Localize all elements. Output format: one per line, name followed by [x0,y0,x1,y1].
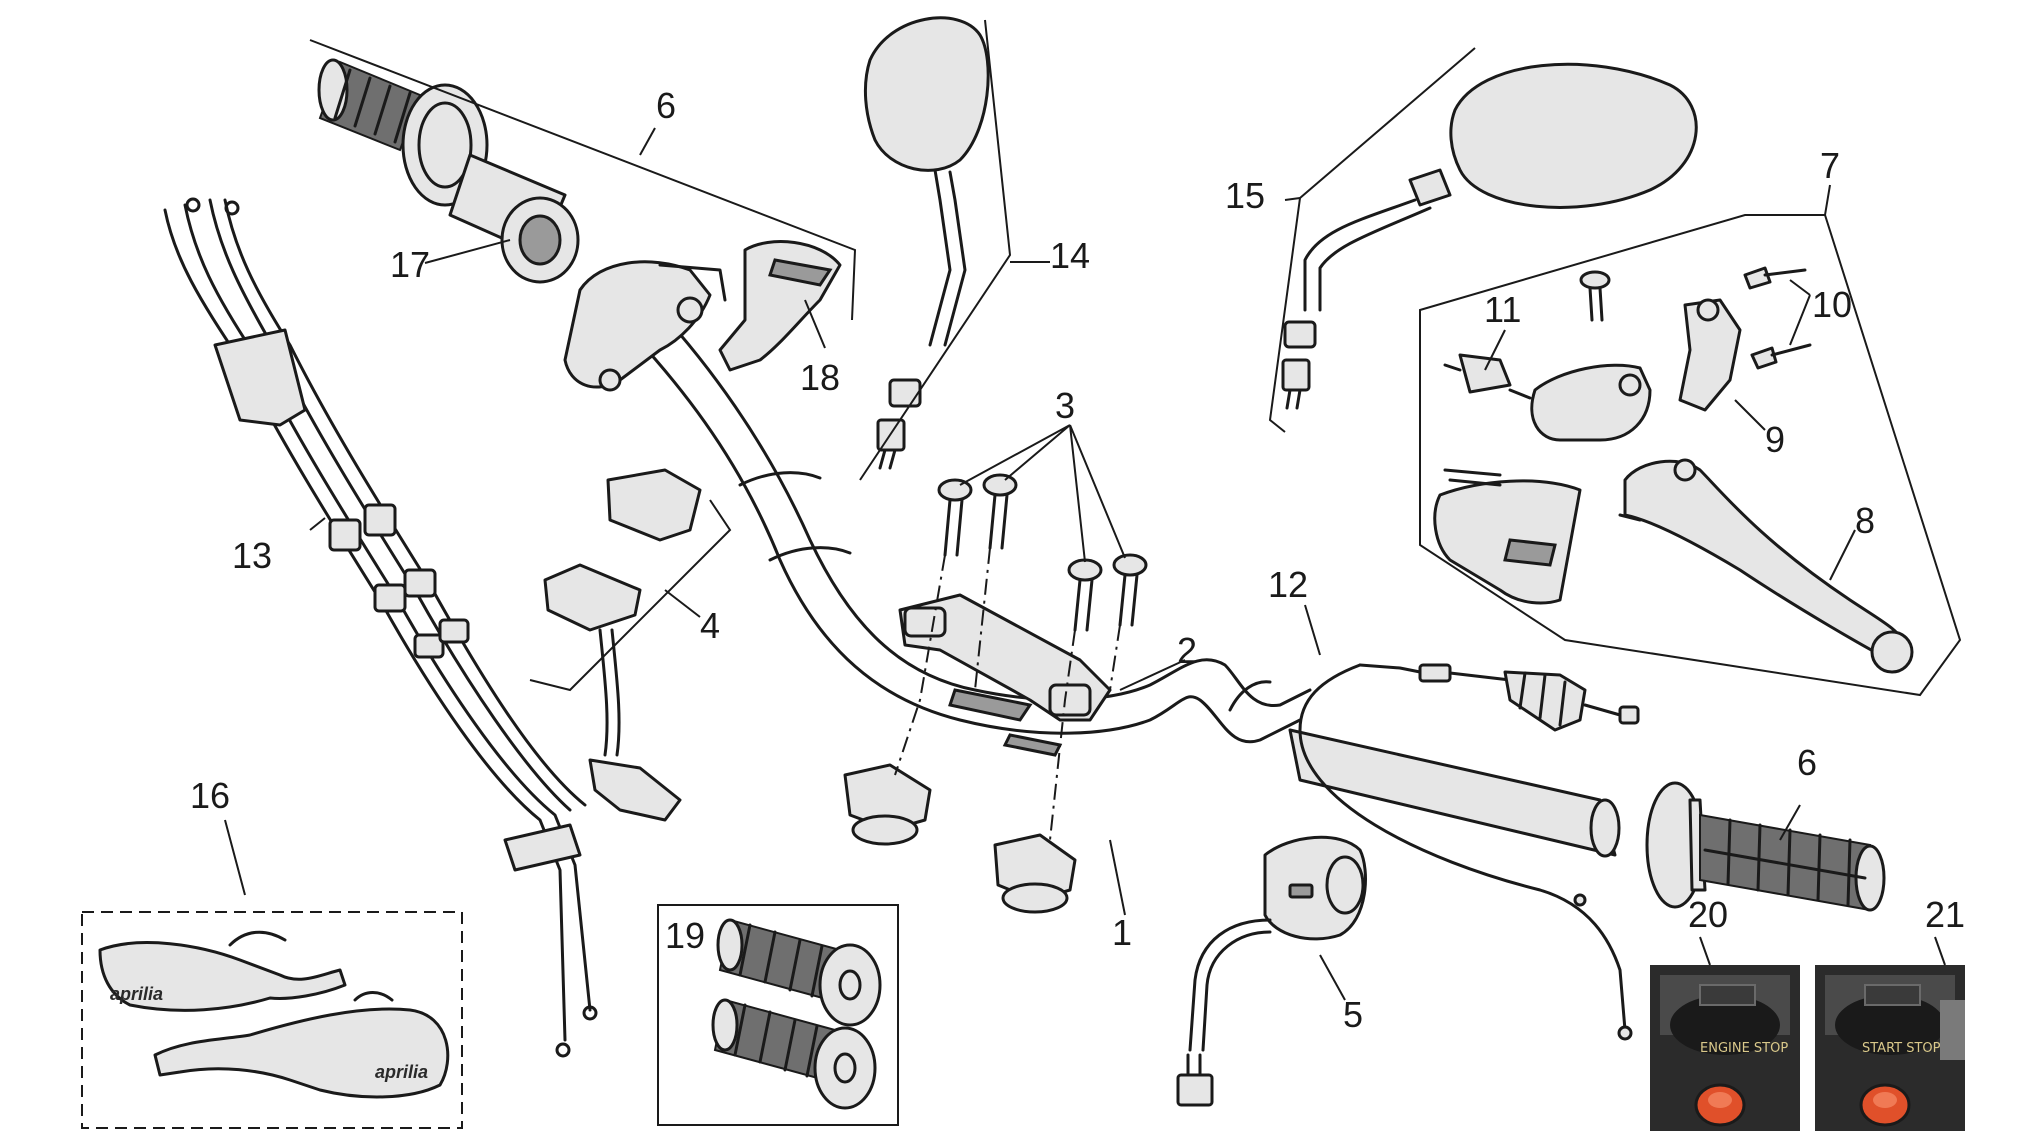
group-outlines [309,19,1962,697]
grips-kit [657,904,899,1126]
throttle-cover [718,240,842,372]
throttle-grip-rubber [317,58,422,152]
photo-21-label: START STOP [1862,1041,1941,1056]
bolt-4 [1112,553,1148,627]
bolt-2 [982,473,1018,550]
callout-16: 16 [190,775,230,816]
callout-5: 5 [1343,994,1363,1035]
left-mirror-adapter [876,378,922,470]
callout-4: 4 [700,605,720,646]
callout-2: 2 [1177,630,1197,671]
clutch-lever-assembly [1433,266,1914,674]
kill-switch-cover [606,468,702,542]
kill-switch-assembly [529,468,732,822]
callout-3: 3 [1055,385,1075,426]
callout-1: 1 [1112,912,1132,953]
handguard-left-brand: aprilia [110,984,163,1004]
callout-14: 14 [1050,235,1090,276]
left-mirror [863,16,990,470]
handguard-left: aprilia [98,930,347,1012]
right-mirror [1281,62,1698,410]
throttle-cable [1298,663,1640,1041]
clamp-screws [1743,266,1812,370]
callout-7: 7 [1820,145,1840,186]
callout-17: 17 [390,244,430,285]
kit-grip-upper [716,918,882,1027]
callout-21: 21 [1925,894,1965,935]
left-grip [1645,781,1886,912]
callout-12: 12 [1268,564,1308,605]
callout-18: 18 [800,357,840,398]
left-switch-housing [1433,468,1582,605]
photo-20-label: ENGINE STOP [1700,1041,1788,1056]
bolt-3 [1067,558,1103,632]
cable-bracket [503,823,582,872]
photo-start-stop: START STOP [1815,965,1965,1131]
callout-19: 19 [665,915,705,956]
clutch-lever [1618,458,1914,674]
throttle-grip-assembly [317,58,842,392]
cable-adjusters [328,503,470,659]
clutch-switch [1443,353,1532,400]
callout-8: 8 [1855,500,1875,541]
callout-10: 10 [1812,284,1852,325]
clutch-clamp [1678,298,1742,412]
callout-13: 13 [232,535,272,576]
bolt-1 [937,478,973,557]
right-mirror-adapter [1281,320,1317,410]
assembly-lines [894,547,1121,841]
photo-engine-stop: ENGINE STOP [1650,965,1800,1131]
throttle-housing [563,260,727,392]
clutch-pivot-pin [1579,270,1611,322]
callout-11: 11 [1484,289,1521,330]
throttle-cables [163,197,598,1058]
callout-6-top: 6 [656,85,676,126]
right-switch [1176,835,1367,1107]
callout-labels: 1 2 3 4 5 6 6 7 8 9 10 11 12 13 14 15 16… [190,85,1965,1035]
callout-9: 9 [1765,419,1785,460]
leader-lines [224,127,1946,1001]
handlebar-upper-clamp [898,593,1112,757]
callout-20: 20 [1688,894,1728,935]
callout-6-right: 6 [1797,742,1817,783]
handlebar-right-end [1288,728,1621,858]
handguard-right-brand: aprilia [375,1062,428,1082]
cable-boot [1503,670,1587,732]
kit-grip-lower [711,998,877,1110]
throttle-drum [500,196,580,284]
handguard-right: aprilia [153,991,450,1099]
handguard-kit: aprilia aprilia [81,911,463,1129]
handlebar-tube [598,278,1312,744]
kill-switch-body [543,563,682,822]
callout-15: 15 [1225,175,1265,216]
cable-junction [213,328,307,427]
lower-risers [843,763,1077,914]
clutch-bracket [1530,363,1652,442]
